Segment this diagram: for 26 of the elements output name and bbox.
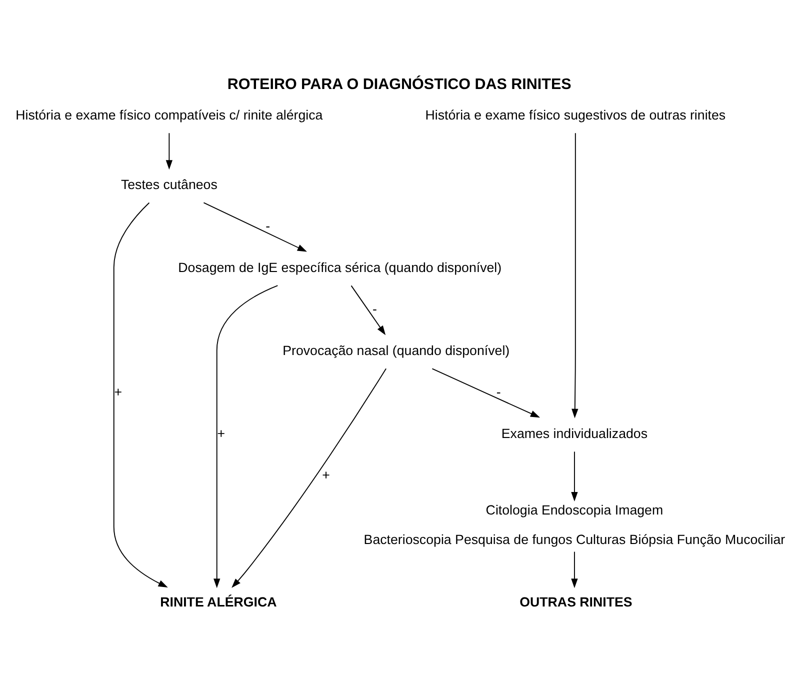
arrow <box>203 202 307 252</box>
node-text: Testes cutâneos <box>120 176 218 192</box>
arrow <box>571 551 578 588</box>
edge-label: + <box>322 467 330 482</box>
arrow <box>350 285 386 336</box>
edge-label: - <box>266 218 270 234</box>
arrow <box>432 368 540 418</box>
diagram-title: ROTEIRO PARA O DIAGNÓSTICO DAS RINITES <box>227 76 572 93</box>
arrow <box>166 132 173 170</box>
arrow <box>232 368 387 588</box>
node-text: Dosagem de IgE específica sérica (quando disponível) <box>178 260 502 275</box>
node-text: OUTRAS RINITES <box>520 594 632 610</box>
node-text: RINITE ALÉRGICA <box>160 594 277 610</box>
edge-label: - <box>496 384 501 400</box>
arrow <box>214 285 278 588</box>
arrow <box>571 451 578 502</box>
node-text: Exames individualizados <box>501 426 648 441</box>
node-text: Citologia Endoscopia Imagem Bacterioscopia Pesquisa de fungos Culturas Biópsia Função Mucociliar <box>364 502 786 548</box>
arrow <box>113 202 168 588</box>
edge-label: + <box>114 384 122 400</box>
edge-label: + <box>217 426 226 441</box>
node-text: História e exame físico sugestivos de outras rinites <box>425 107 726 122</box>
node-text: Provocação nasal (quando disponível) <box>282 342 510 358</box>
edge-label: - <box>372 301 377 316</box>
arrow <box>572 132 578 418</box>
node-text: História e exame físico compatíveis c/ rinite alérgica <box>16 107 323 122</box>
